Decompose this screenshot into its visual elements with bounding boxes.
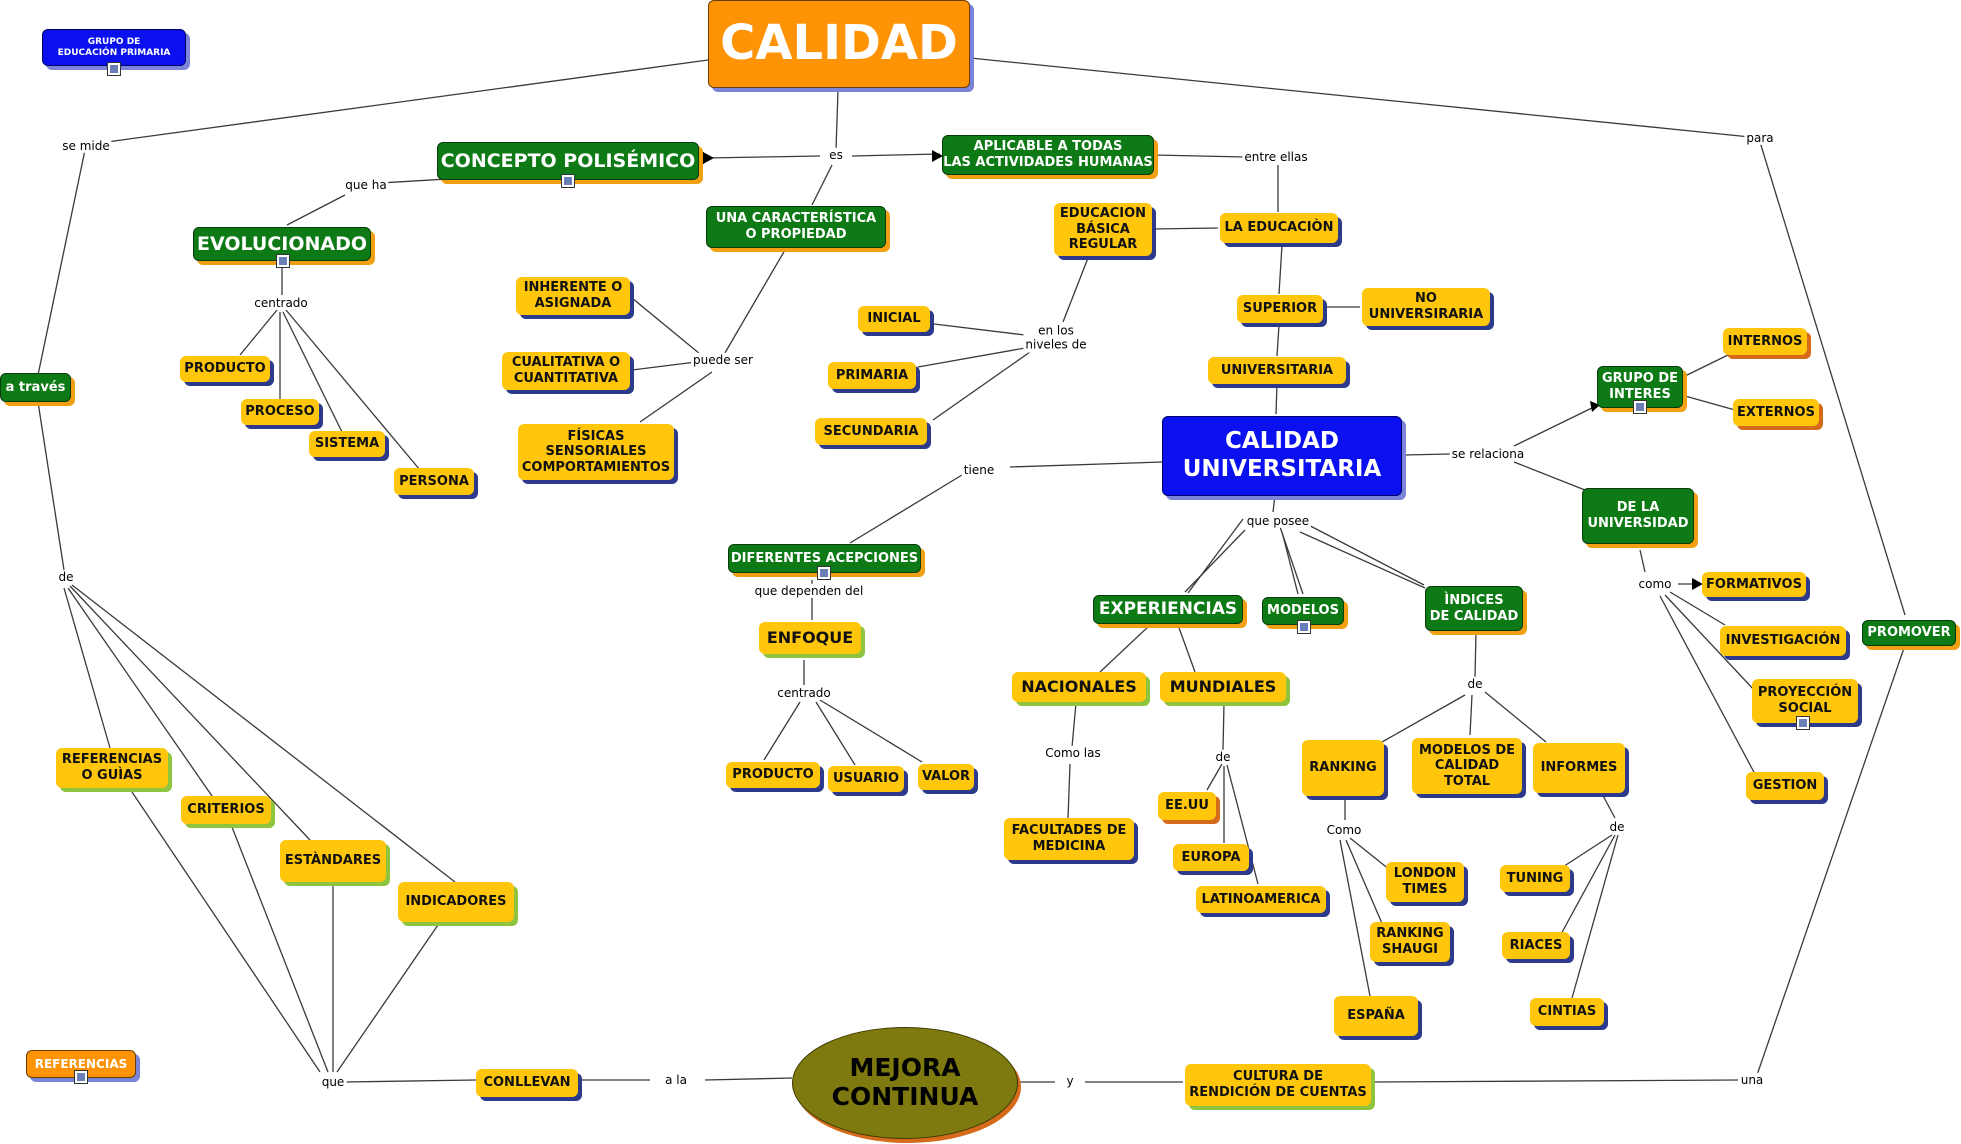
link-como: como xyxy=(1636,576,1674,592)
node-mejora-continua[interactable]: MEJORA CONTINUA xyxy=(792,1027,1018,1139)
node-latinoamerica[interactable]: LATINOAMERICA xyxy=(1196,886,1326,913)
node-educacion-basica[interactable]: EDUCACION BÁSICA REGULAR xyxy=(1054,203,1152,256)
node-cualitativa[interactable]: CUALITATIVA O CUANTITATIVA xyxy=(502,352,630,390)
document-icon[interactable] xyxy=(817,566,831,580)
node-ranking[interactable]: RANKING xyxy=(1302,740,1384,796)
node-eeuu[interactable]: EE.UU xyxy=(1158,792,1216,820)
link-entre-ellas: entre ellas xyxy=(1242,149,1310,165)
node-referencias-guias[interactable]: REFERENCIAS O GUÌAS xyxy=(56,748,168,788)
node-caracteristica[interactable]: UNA CARACTERÍSTICA O PROPIEDAD xyxy=(706,206,886,248)
link-tiene: tiene xyxy=(961,462,997,478)
link-se-mide: se mide xyxy=(60,138,112,154)
node-valor[interactable]: VALOR xyxy=(918,764,974,790)
node-modelos-calidad-total[interactable]: MODELOS DE CALIDAD TOTAL xyxy=(1412,738,1522,794)
node-experiencias[interactable]: EXPERIENCIAS xyxy=(1093,595,1243,624)
link-y: y xyxy=(1064,1073,1076,1089)
node-externos[interactable]: EXTERNOS xyxy=(1733,399,1819,426)
node-producto[interactable]: PRODUCTO xyxy=(180,356,270,382)
link-como-las: Como las xyxy=(1043,745,1103,761)
document-icon[interactable] xyxy=(74,1070,88,1084)
node-inherente[interactable]: INHERENTE O ASIGNADA xyxy=(516,277,630,315)
node-investigacion[interactable]: INVESTIGACIÓN xyxy=(1720,626,1846,656)
link-una: una xyxy=(1738,1072,1766,1088)
node-europa[interactable]: EUROPA xyxy=(1173,844,1249,871)
link-se-relaciona: se relaciona xyxy=(1449,446,1527,462)
node-la-educacion[interactable]: LA EDUCACIÒN xyxy=(1220,213,1338,243)
link-en-los-niveles: en los niveles de xyxy=(1023,323,1089,353)
node-cintias[interactable]: CINTIAS xyxy=(1530,998,1604,1026)
node-espana[interactable]: ESPAÑA xyxy=(1334,996,1418,1036)
node-proceso[interactable]: PROCESO xyxy=(241,399,319,425)
node-superior[interactable]: SUPERIOR xyxy=(1237,295,1323,323)
node-grupo-educacion-primaria[interactable]: GRUPO DE EDUCACIÓN PRIMARIA xyxy=(42,29,186,66)
link-es: es xyxy=(827,147,845,163)
document-icon[interactable] xyxy=(1297,620,1311,634)
node-riaces[interactable]: RIACES xyxy=(1502,932,1570,959)
node-enfoque[interactable]: ENFOQUE xyxy=(759,622,861,654)
node-formativos[interactable]: FORMATIVOS xyxy=(1702,572,1806,597)
link-de-mundiales: de xyxy=(1213,749,1233,765)
node-conllevan[interactable]: CONLLEVAN xyxy=(476,1069,578,1097)
node-inicial[interactable]: INICIAL xyxy=(858,306,930,332)
link-que-dependen: que dependen del xyxy=(752,583,866,599)
node-criterios[interactable]: CRITERIOS xyxy=(181,796,271,824)
link-centrado: centrado xyxy=(252,295,310,311)
node-secundaria[interactable]: SECUNDARIA xyxy=(815,418,927,445)
node-nacionales[interactable]: NACIONALES xyxy=(1012,672,1146,702)
document-icon[interactable] xyxy=(561,174,575,188)
node-a-traves[interactable]: a través xyxy=(0,373,71,402)
link-de: de xyxy=(56,569,76,585)
node-usuario[interactable]: USUARIO xyxy=(828,766,904,792)
node-promover[interactable]: PROMOVER xyxy=(1862,620,1956,646)
node-producto-enfoque[interactable]: PRODUCTO xyxy=(726,762,820,788)
node-london-times[interactable]: LONDON TIMES xyxy=(1386,862,1464,902)
link-que: que xyxy=(319,1074,347,1090)
node-no-universitaria[interactable]: NO UNIVERSIRARIA xyxy=(1362,288,1490,326)
link-de-informes: de xyxy=(1607,819,1627,835)
node-calidad-universitaria[interactable]: CALIDAD UNIVERSITARIA xyxy=(1162,416,1402,496)
link-puede-ser: puede ser xyxy=(691,352,755,368)
link-que-ha: que ha xyxy=(343,177,389,193)
node-mundiales[interactable]: MUNDIALES xyxy=(1160,672,1286,702)
node-tuning[interactable]: TUNING xyxy=(1500,865,1570,892)
document-icon[interactable] xyxy=(1796,716,1810,730)
link-como-ranking: Como xyxy=(1324,822,1364,838)
node-ranking-shaugi[interactable]: RANKING SHAUGI xyxy=(1370,922,1450,962)
node-fisicas[interactable]: FÍSICAS SENSORIALES COMPORTAMIENTOS xyxy=(518,424,674,480)
node-gestion[interactable]: GESTION xyxy=(1746,772,1824,800)
link-para: para xyxy=(1744,130,1776,146)
image-icon[interactable] xyxy=(1633,400,1647,414)
document-icon[interactable] xyxy=(276,254,290,268)
node-estandares[interactable]: ESTÀNDARES xyxy=(280,840,386,882)
document-icon[interactable] xyxy=(107,62,121,76)
node-facultades-medicina[interactable]: FACULTADES DE MEDICINA xyxy=(1004,818,1134,860)
node-primaria[interactable]: PRIMARIA xyxy=(828,362,916,389)
node-indices-de-calidad[interactable]: ÌNDICES DE CALIDAD xyxy=(1425,586,1523,631)
node-indicadores[interactable]: INDICADORES xyxy=(398,882,514,922)
link-a-la: a la xyxy=(663,1072,689,1088)
node-calidad[interactable]: CALIDAD xyxy=(708,0,970,88)
node-cultura-rendicion-cuentas[interactable]: CULTURA DE RENDICIÓN DE CUENTAS xyxy=(1185,1064,1371,1106)
link-que-posee: que posee xyxy=(1244,513,1312,529)
node-persona[interactable]: PERSONA xyxy=(394,468,474,495)
node-concepto-polisemico[interactable]: CONCEPTO POLISÉMICO xyxy=(437,142,699,180)
node-informes[interactable]: INFORMES xyxy=(1533,743,1625,793)
node-sistema[interactable]: SISTEMA xyxy=(309,431,385,457)
node-diferentes-acepciones[interactable]: DIFERENTES ACEPCIONES xyxy=(728,544,921,573)
node-proyeccion-social[interactable]: PROYECCIÓN SOCIAL xyxy=(1752,679,1858,723)
node-de-la-universidad[interactable]: DE LA UNIVERSIDAD xyxy=(1582,488,1694,544)
node-internos[interactable]: INTERNOS xyxy=(1723,328,1807,355)
link-de-indices: de xyxy=(1465,676,1485,692)
link-centrado-enfoque: centrado xyxy=(775,685,833,701)
node-universitaria[interactable]: UNIVERSITARIA xyxy=(1208,357,1346,384)
node-aplicable[interactable]: APLICABLE A TODAS LAS ACTIVIDADES HUMANA… xyxy=(942,135,1154,175)
